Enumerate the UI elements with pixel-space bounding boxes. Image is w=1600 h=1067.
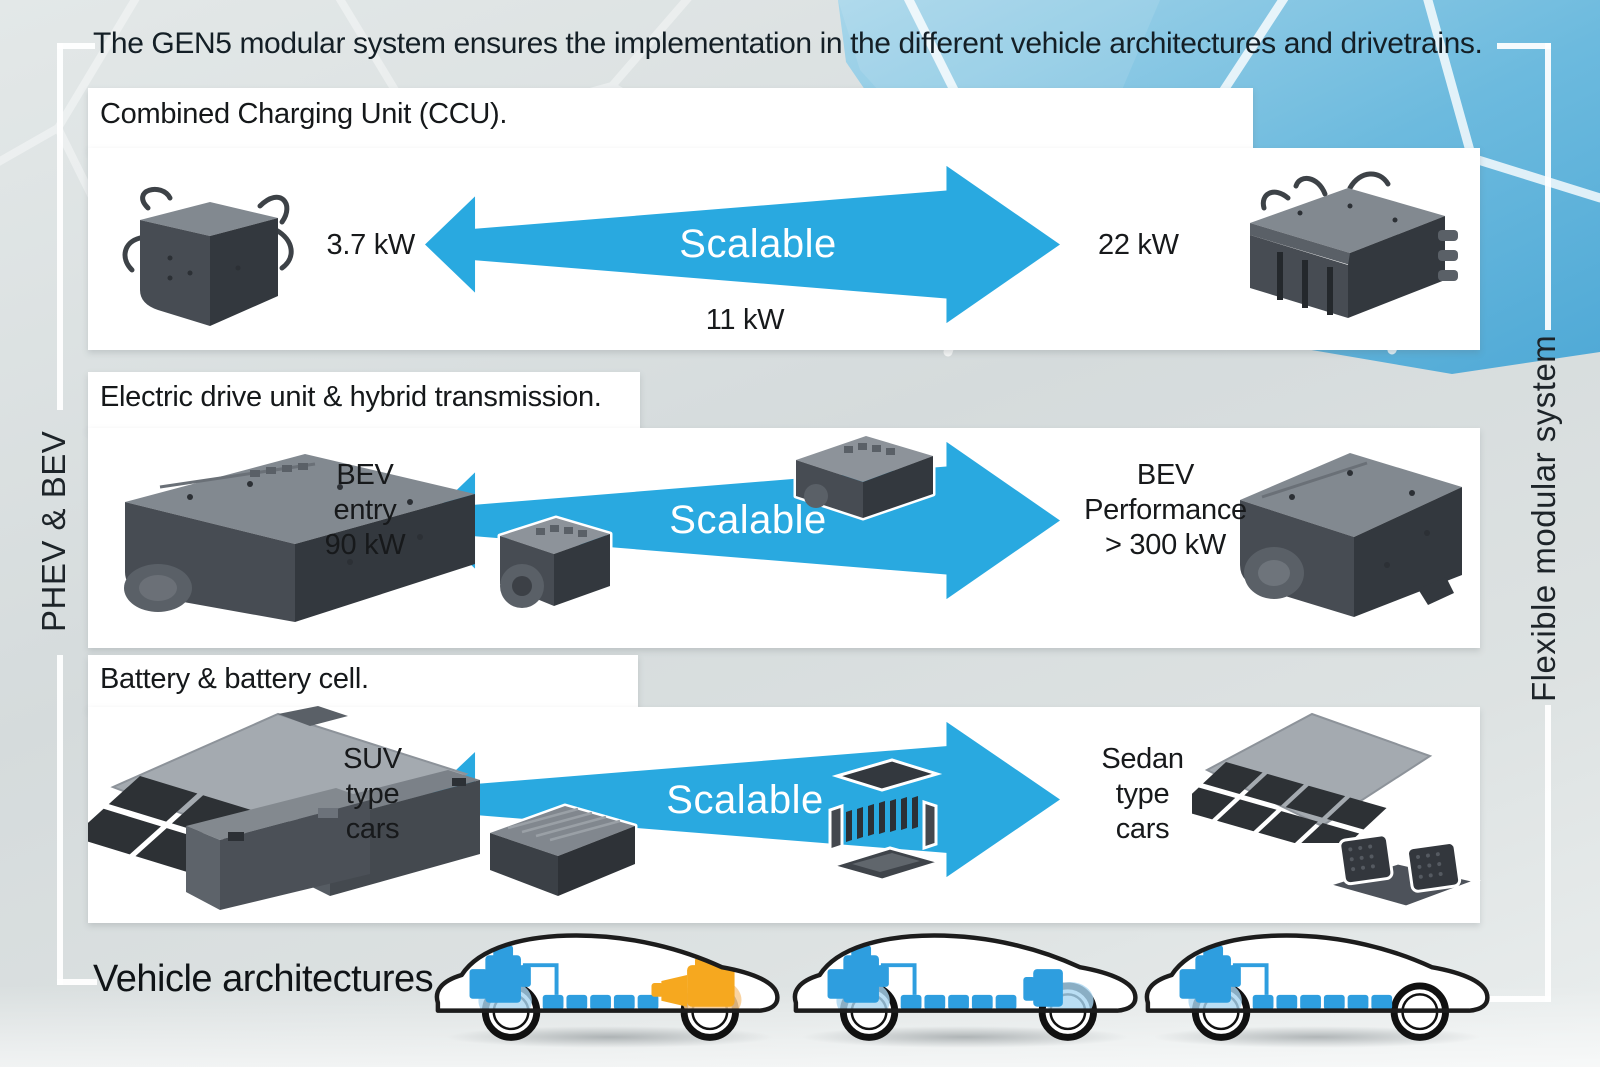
battery-left-line-1: SUV [343, 743, 402, 775]
edu-right-line-2: Performance [1084, 494, 1247, 526]
hv-cable [522, 963, 559, 995]
edu-left-line-2: entry [333, 494, 397, 526]
ccu-large-unit-illustration [1250, 171, 1458, 318]
ccu-arrow-label: Scalable [679, 222, 837, 266]
battery-right-value: Sedan type cars [1075, 742, 1210, 847]
ccu-below-value: 11 kW [705, 304, 785, 336]
phev-architecture-car [434, 933, 780, 1041]
edu-left-value: BEV entry 90 kW [295, 458, 435, 563]
electric-motor-front [1179, 945, 1241, 1003]
panel-edu-header: Electric drive unit & hybrid transmissio… [100, 381, 602, 413]
battery-module-illustration [487, 803, 638, 899]
panel-battery-header: Battery & battery cell. [100, 663, 369, 695]
bev-single-motor-car [1144, 933, 1490, 1041]
right-bracket-bottom [1483, 996, 1551, 1002]
side-label-flexible-modular: Flexible modular system [1525, 334, 1562, 702]
scalable-arrow-ccu [425, 165, 1060, 324]
slide-title: The GEN5 modular system ensures the impl… [93, 27, 1483, 60]
battery-left-line-3: cars [345, 813, 400, 845]
bev-dual-motor-car [792, 933, 1138, 1041]
battery-right-line-2: type [1115, 778, 1170, 810]
edu-small-unit-illustration [497, 515, 613, 609]
battery-modules [1252, 994, 1393, 1010]
battery-right-line-3: cars [1115, 813, 1170, 845]
battery-right-line-1: Sedan [1101, 743, 1184, 775]
edu-right-line-3: > 300 kW [1105, 529, 1226, 561]
electric-motor-rear [1023, 969, 1063, 1007]
battery-left-value: SUV type cars [310, 742, 435, 847]
side-label-phev-bev: PHEV & BEV [35, 430, 72, 632]
right-bracket-top [1497, 43, 1551, 49]
scalable-arrow-battery [425, 721, 1060, 878]
edu-performance-unit-illustration [1240, 453, 1462, 617]
edu-entry-unit-illustration [124, 454, 475, 622]
left-bracket-lower [57, 655, 63, 985]
ccu-small-unit-illustration [122, 186, 294, 326]
battery-modules [542, 994, 659, 1010]
electric-motor-front [469, 945, 531, 1003]
panel-edu-tab [88, 372, 640, 430]
edu-right-line-1: BEV [1136, 459, 1195, 491]
battery-cells-illustration [186, 770, 480, 910]
panel-battery-tab [88, 655, 638, 709]
panel-ccu-header: Combined Charging Unit (CCU). [100, 98, 508, 130]
ccu-left-value: 3.7 kW [326, 229, 416, 261]
battery-arrow-label: Scalable [666, 778, 824, 822]
hv-cable [880, 963, 917, 995]
left-bracket-bottom [57, 979, 97, 985]
electric-motor-front [827, 945, 889, 1003]
left-bracket-top [57, 43, 95, 49]
edu-left-line-3: 90 kW [324, 529, 406, 561]
edu-mid-unit-illustration [793, 433, 936, 521]
panel-ccu-tab [88, 88, 1253, 150]
hv-cable [1232, 963, 1269, 995]
battery-modules [900, 994, 1017, 1010]
right-bracket-upper [1545, 43, 1551, 330]
edu-left-line-1: BEV [336, 459, 394, 491]
ccu-right-value: 22 kW [1098, 229, 1179, 261]
sedan-battery-pack-illustration [1192, 712, 1433, 843]
right-bracket-lower [1545, 705, 1551, 1002]
sedan-battery-modules-illustration [1322, 833, 1482, 909]
left-bracket-upper [57, 43, 63, 410]
vehicle-architectures-label: Vehicle architectures [93, 958, 434, 1000]
edu-arrow-label: Scalable [669, 498, 827, 542]
battery-left-line-2: type [345, 778, 400, 810]
battery-module-exploded-illustration [826, 758, 946, 882]
edu-right-value: BEV Performance > 300 kW [1058, 458, 1273, 563]
